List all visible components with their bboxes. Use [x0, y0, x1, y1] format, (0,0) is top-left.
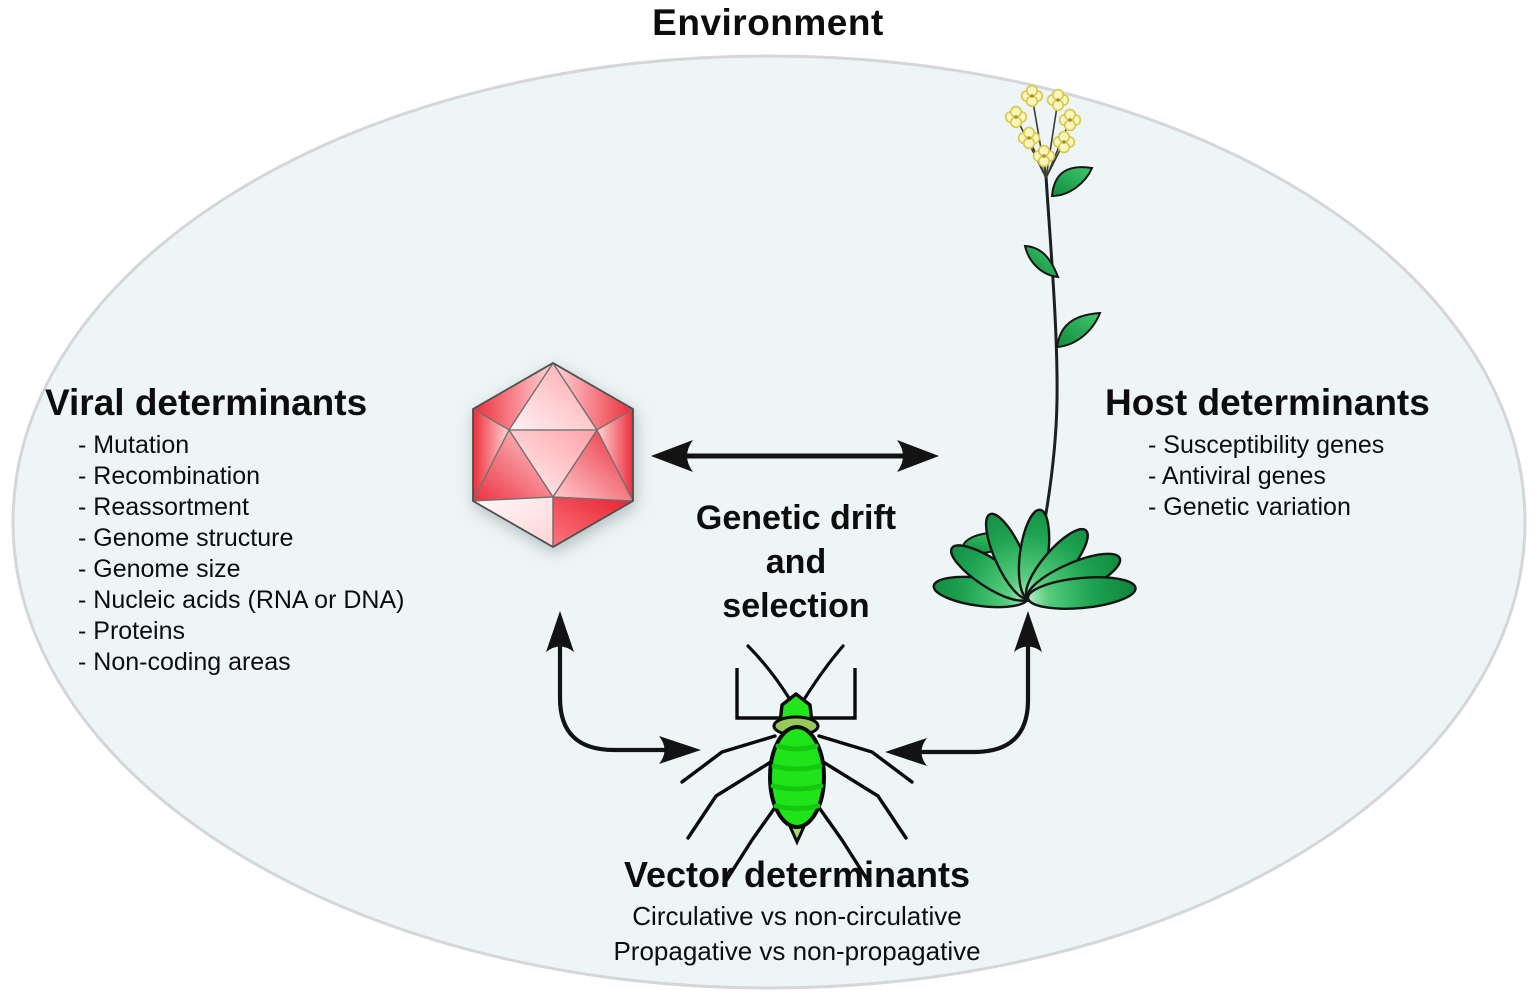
viral-determinants-heading: Viral determinants [45, 382, 368, 423]
environment-ellipse [11, 54, 1527, 990]
viral-item: - Genome structure [78, 524, 294, 552]
viral-item: - Non-coding areas [78, 648, 291, 676]
viral-item: - Genome size [78, 555, 241, 583]
rosette-leaves [932, 508, 1137, 610]
aphid-bracket-lines [735, 668, 857, 720]
aphid-antennae [746, 644, 845, 700]
host-determinants-heading: Host determinants [1105, 382, 1430, 423]
virus-capsid-icon [472, 362, 634, 548]
vector-determinants-panel: Vector determinants Circulative vs non-c… [613, 854, 980, 966]
aphid-vector-icon [680, 644, 914, 886]
flower-cluster [1004, 84, 1082, 168]
host-determinants-panel: Host determinants - Susceptibility genes… [1105, 382, 1430, 523]
vector-subtitle-line: Propagative vs non-propagative [613, 936, 981, 966]
vector-determinants-heading: Vector determinants [623, 854, 971, 895]
viral-item: - Proteins [78, 617, 185, 645]
vector-subtitle-line: Circulative vs non-circulative [632, 901, 962, 931]
viral-item: - Nucleic acids (RNA or DNA) [78, 586, 405, 614]
aphid-abdomen [768, 725, 826, 829]
center-label-line: selection [722, 587, 870, 625]
aphid-stripes [770, 743, 824, 811]
center-label-line: and [765, 543, 827, 581]
host-plant-icon [932, 84, 1137, 610]
viral-item: - Mutation [78, 431, 190, 459]
center-label-line: Genetic drift [695, 499, 897, 537]
viral-determinants-list: - Mutation - Recombination - Reassortmen… [45, 430, 404, 678]
host-item: - Antiviral genes [1148, 462, 1326, 490]
virus-vector-curved-arrow [546, 611, 701, 764]
host-vector-curved-arrow [885, 611, 1042, 766]
genetic-drift-selection-label: Genetic drift and selection [696, 496, 896, 628]
host-item: - Susceptibility genes [1148, 431, 1385, 459]
viral-determinants-panel: Viral determinants - Mutation - Recombin… [45, 382, 404, 678]
cauline-leaves [1023, 166, 1102, 349]
viral-item: - Reassortment [78, 493, 249, 521]
viral-item: - Recombination [78, 462, 261, 490]
virus-host-double-arrow [651, 440, 939, 472]
host-item: - Genetic variation [1148, 493, 1351, 521]
host-determinants-list: - Susceptibility genes - Antiviral genes… [1105, 430, 1430, 523]
environment-label: Environment [652, 2, 884, 43]
